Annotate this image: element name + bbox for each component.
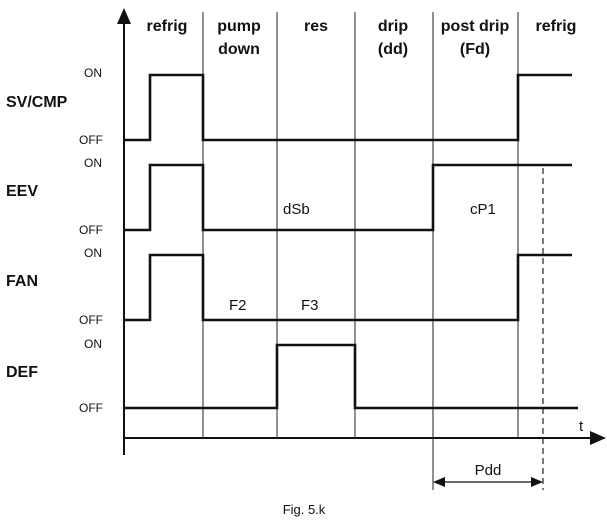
annotation-f3: F3 [301,297,319,314]
signal-fan-on-label: ON [84,246,102,260]
signal-def-waveform [124,343,578,410]
phase-refrig-label: refrig [147,18,188,35]
signal-sv-off-label: OFF [79,133,103,147]
annotation-cp1: cP1 [470,201,496,218]
annotation-dsb: dSb [283,201,310,218]
y-axis-arrow [117,8,131,24]
phase-fd-label: (Fd) [460,41,490,58]
figure-caption: Fig. 5.k [283,502,326,517]
signal-sv-cmp-waveform [124,73,572,142]
annotation-f2: F2 [229,297,247,314]
signal-eev-label: EEV [6,183,38,200]
signal-eev-on-label: ON [84,156,102,170]
x-axis-arrow [590,431,606,445]
signal-sv-on-label: ON [84,66,102,80]
pdd-arrow-right [531,477,543,487]
signal-sv-cmp-label: SV/CMP [6,94,68,111]
signal-def-on-label: ON [84,337,102,351]
phase-post-drip-label: post drip [441,18,510,35]
signal-def-label: DEF [6,364,38,381]
pdd-arrow-left [433,477,445,487]
signal-fan-off-label: OFF [79,313,103,327]
signal-fan-label: FAN [6,273,38,290]
phase-dd-label: (dd) [378,41,408,58]
signal-eev-waveform [124,163,572,232]
signal-def-off-label: OFF [79,401,103,415]
signal-fan-waveform [124,253,572,322]
phase-drip-label: drip [378,18,408,35]
annotation-pdd: Pdd [475,462,502,479]
phase-pump-label: pump [217,18,261,35]
phase-refrig2-label: refrig [536,18,577,35]
time-axis-label: t [579,418,584,435]
phase-down-label: down [218,41,260,58]
signal-eev-off-label: OFF [79,223,103,237]
phase-res-label: res [304,18,328,35]
